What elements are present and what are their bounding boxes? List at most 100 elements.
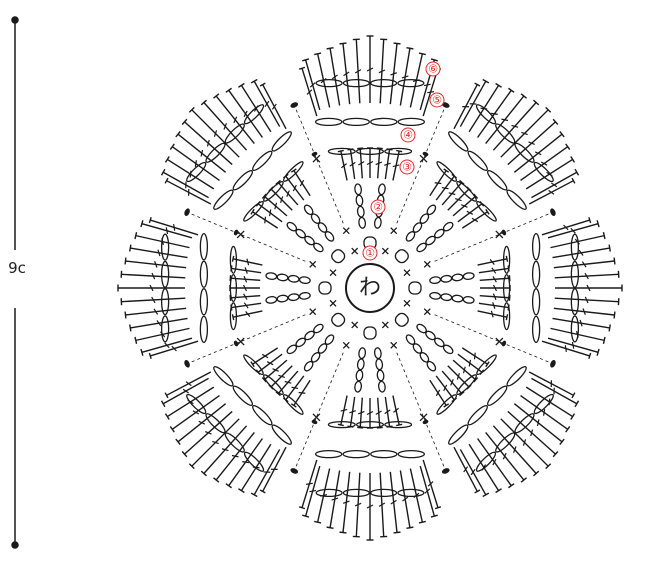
svg-text:③: ③	[402, 161, 412, 174]
svg-text:⑤: ⑤	[432, 94, 442, 107]
chain-stitch	[212, 188, 235, 211]
chain-stitch	[200, 289, 207, 315]
treble-crochet	[125, 258, 126, 265]
slip-stitch	[441, 467, 450, 475]
svg-text:②: ②	[373, 201, 383, 214]
chain-stitch	[398, 118, 424, 125]
treble-crochet	[232, 455, 239, 456]
chain-stitch	[371, 451, 397, 458]
slip-stitch	[290, 101, 299, 109]
double-crochet	[232, 314, 233, 320]
guide-line	[293, 353, 343, 473]
treble-crochet	[394, 43, 401, 44]
double-crochet	[247, 259, 249, 265]
chain-stitch	[398, 489, 424, 496]
treble-crochet	[424, 84, 431, 85]
treble-crochet	[571, 156, 575, 162]
double-crochet	[506, 256, 507, 262]
treble-crochet	[603, 337, 605, 344]
chain-stitch	[533, 289, 540, 315]
chain-stitch	[277, 295, 288, 303]
chain-stitch	[533, 234, 540, 260]
chain-stitch	[354, 184, 362, 195]
treble-crochet	[496, 83, 502, 87]
chain-stitch	[231, 384, 254, 407]
treble-crochet	[419, 53, 426, 55]
double-crochet	[435, 183, 442, 184]
treble-crochet	[170, 426, 174, 432]
chain-stitch	[277, 274, 288, 282]
chain-stitch	[162, 234, 169, 260]
treble-crochet	[544, 409, 545, 416]
chain-stitch	[316, 80, 342, 87]
chain-stitch	[429, 276, 440, 284]
treble-crochet	[431, 59, 438, 61]
treble-crochet	[207, 140, 209, 146]
chain-stitch	[447, 423, 470, 446]
treble-crochet	[141, 349, 143, 356]
chain-stitch	[204, 412, 227, 435]
double-crochet	[396, 424, 402, 425]
chain-stitch	[357, 359, 365, 370]
treble-crochet	[170, 144, 174, 150]
guide-line	[185, 211, 305, 261]
chain-stitch	[377, 370, 385, 381]
slip-stitch	[183, 359, 191, 368]
treble-crochet	[431, 515, 438, 517]
double-crochet	[338, 424, 344, 425]
double-crochet	[270, 210, 271, 217]
chain-stitch	[485, 384, 508, 407]
treble-crochet	[531, 430, 533, 436]
double-crochet	[565, 345, 566, 352]
chain-stitch	[200, 234, 207, 260]
treble-crochet	[571, 414, 575, 420]
round-number-2: ②	[371, 200, 385, 214]
treble-crochet	[566, 144, 570, 150]
guide-line	[435, 315, 555, 365]
treble-crochet	[340, 43, 347, 44]
chain-stitch	[286, 221, 298, 233]
chain-stitch	[374, 217, 382, 228]
svg-text:④: ④	[403, 129, 413, 142]
double-crochet	[393, 165, 399, 167]
chain-stitch	[303, 360, 315, 372]
treble-crochet	[419, 521, 426, 523]
chain-stitch	[266, 296, 277, 304]
double-crochet	[449, 193, 455, 195]
double-crochet	[338, 150, 344, 151]
double-crochet	[265, 217, 266, 224]
double-crochet	[435, 507, 441, 509]
double-crochet	[491, 311, 493, 317]
chain-stitch	[442, 344, 454, 356]
treble-crochet	[614, 258, 615, 265]
treble-crochet	[491, 113, 498, 114]
double-crochet	[299, 507, 305, 509]
treble-crochet	[327, 48, 334, 49]
chain-stitch	[343, 118, 369, 125]
treble-crochet	[327, 527, 334, 528]
treble-crochet	[512, 125, 518, 127]
chain-stitch	[371, 118, 397, 125]
double-crochet	[299, 392, 306, 393]
center-ring-label: わ	[359, 276, 381, 301]
round-number-3: ③	[400, 160, 414, 174]
round-number-1: ①	[363, 246, 377, 260]
chain-stitch	[303, 204, 315, 216]
double-crochet	[232, 256, 233, 262]
treble-crochet	[130, 245, 131, 252]
guide-line	[435, 211, 555, 261]
chain-stitch	[299, 292, 310, 300]
chain-stitch	[270, 423, 293, 446]
chain-stitch	[354, 381, 362, 392]
treble-crochet	[302, 515, 309, 517]
chain-stitch	[426, 204, 438, 216]
double-crochet	[174, 224, 175, 231]
chain-stitch	[251, 149, 274, 172]
chain-stitch	[513, 141, 536, 164]
chain-stitch	[286, 344, 298, 356]
treble-crochet	[238, 489, 244, 493]
chain-stitch	[356, 370, 364, 381]
treble-crochet	[309, 490, 316, 491]
chain-stitch	[447, 130, 470, 153]
